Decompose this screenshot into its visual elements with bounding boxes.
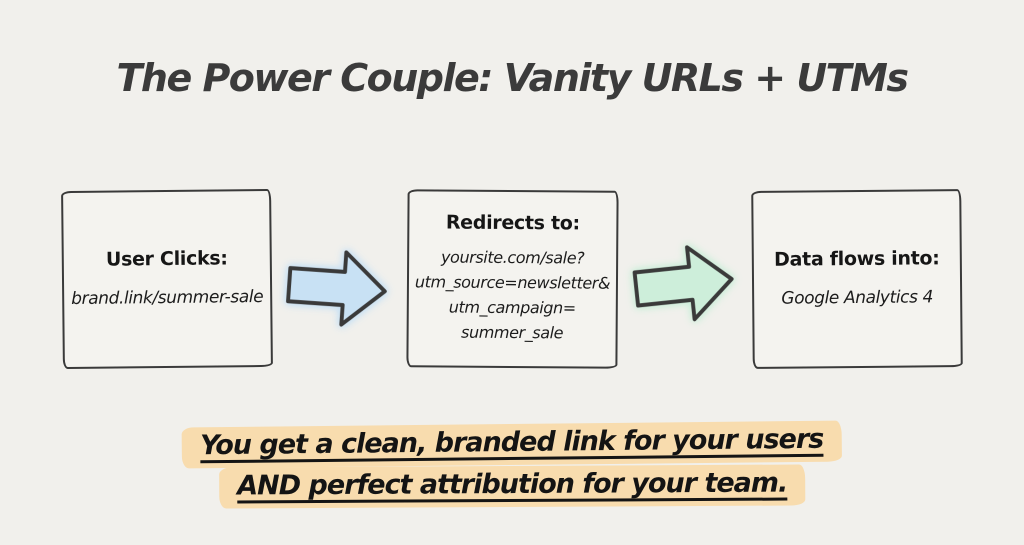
flow-box-user-clicks: User Clicks: brand.link/summer-sale [61, 188, 273, 370]
vanity-url-text: brand.link/summer-sale [71, 286, 264, 309]
arrow-shape [286, 250, 387, 327]
utm-url-line: yoursite.com/sale? [440, 247, 585, 268]
callout-line-1: You get a clean, branded link for your u… [182, 420, 842, 469]
arrow-shape [632, 245, 734, 322]
utm-url-line: utm_campaign= [448, 297, 576, 318]
utm-url-line: utm_source=newsletter& [414, 272, 611, 293]
blue-right-arrow-icon [280, 240, 394, 335]
box-heading: Data flows into: [774, 246, 940, 271]
highlighted-callout: You get a clean, branded link for your u… [0, 419, 1024, 514]
utm-url-line: summer_sale [461, 322, 564, 343]
box-heading: Redirects to: [445, 211, 580, 235]
callout-line-2: AND perfect attribution for your team. [219, 464, 806, 509]
green-right-arrow-icon [626, 235, 743, 334]
flow-box-data-flows-into: Data flows into: Google Analytics 4 [751, 189, 963, 369]
analytics-destination-text: Google Analytics 4 [781, 287, 934, 309]
flow-box-redirects-to: Redirects to: yoursite.com/sale? utm_sou… [406, 189, 619, 369]
page-title: The Power Couple: Vanity URLs + UTMs [116, 56, 909, 100]
box-heading: User Clicks: [105, 247, 228, 271]
